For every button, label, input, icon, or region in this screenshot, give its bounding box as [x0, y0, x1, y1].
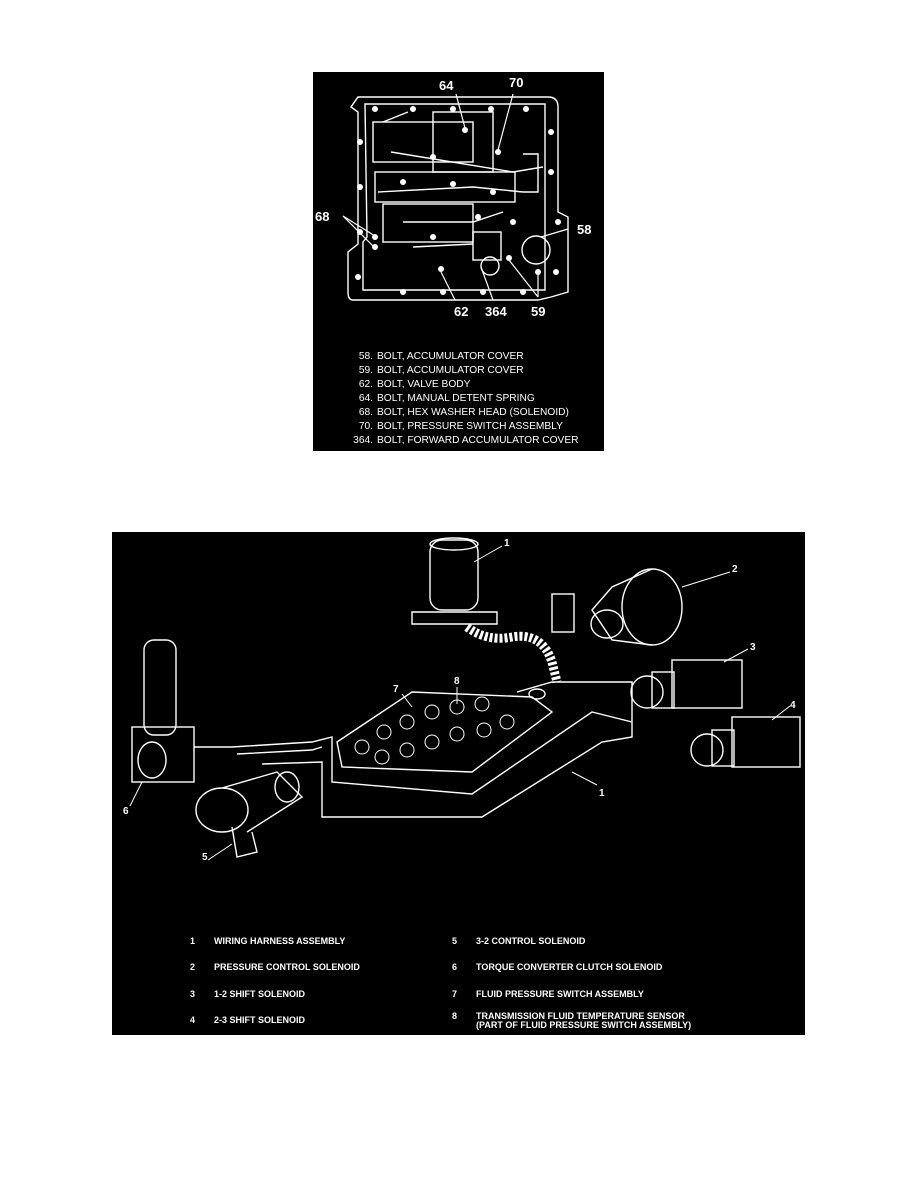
legend-item: 68. BOLT, HEX WASHER HEAD (SOLENOID) — [343, 406, 603, 420]
legend-number: 364. — [353, 435, 373, 446]
legend-number: 58. — [358, 351, 373, 362]
legend-text: 1-2 SHIFT SOLENOID — [214, 989, 306, 999]
legend-item: 64. BOLT, MANUAL DETENT SPRING — [343, 392, 603, 406]
callout-8: 8 — [454, 676, 460, 687]
callout-364: 364 — [485, 304, 507, 319]
legend-text: BOLT, PRESSURE SWITCH ASSEMBLY — [377, 421, 563, 432]
legend-text: BOLT, ACCUMULATOR COVER — [377, 351, 524, 362]
callout-7: 7 — [393, 684, 399, 695]
callout-6: 6 — [123, 806, 129, 817]
legend-text: BOLT, FORWARD ACCUMULATOR COVER — [377, 435, 579, 446]
legend-text: TORQUE CONVERTER CLUTCH SOLENOID — [476, 962, 663, 972]
legend-number: 7 — [452, 989, 458, 999]
callout-70: 70 — [509, 75, 524, 90]
legend-text: BOLT, ACCUMULATOR COVER — [377, 365, 524, 376]
callout-62: 62 — [454, 304, 469, 319]
callout-1-top: 1 — [504, 538, 510, 549]
legend-text: FLUID PRESSURE SWITCH ASSEMBLY — [476, 989, 644, 999]
valve-body-bolt-figure: 64 70 68 58 62 364 59 58. BOLT, ACCUMULAT… — [313, 72, 604, 451]
callout-4: 4 — [790, 700, 796, 711]
solenoid-harness-illustration — [129, 537, 801, 861]
legend-text: (PART OF FLUID PRESSURE SWITCH ASSEMBLY) — [476, 1020, 692, 1030]
legend-item: 70. BOLT, PRESSURE SWITCH ASSEMBLY — [343, 420, 603, 434]
legend-number: 4 — [190, 1015, 196, 1025]
bolt-legend: 58. BOLT, ACCUMULATOR COVER 59. BOLT, ACCU… — [343, 350, 603, 448]
callout-3: 3 — [750, 642, 756, 653]
legend-number: 68. — [358, 407, 373, 418]
legend-item: 59. BOLT, ACCUMULATOR COVER — [343, 364, 603, 378]
callout-1-bottom: 1 — [599, 788, 605, 799]
legend-number: 3 — [190, 989, 196, 999]
legend-number: 70. — [358, 421, 373, 432]
legend-text: PRESSURE CONTROL SOLENOID — [214, 962, 360, 972]
legend-number: 2 — [190, 962, 196, 972]
callout-68: 68 — [315, 209, 330, 224]
callout-59: 59 — [531, 304, 546, 319]
callout-64: 64 — [439, 78, 454, 93]
callout-58: 58 — [577, 222, 592, 237]
legend-item: 58. BOLT, ACCUMULATOR COVER — [343, 350, 603, 364]
legend-number: 64. — [358, 393, 373, 404]
legend-item: 364. BOLT, FORWARD ACCUMULATOR COVER — [343, 434, 603, 448]
legend-number: 6 — [452, 962, 458, 972]
legend-number: 8 — [452, 1011, 458, 1021]
legend-text: BOLT, MANUAL DETENT SPRING — [377, 393, 535, 404]
legend-number: 62. — [358, 379, 373, 390]
legend-text: 3-2 CONTROL SOLENOID — [476, 936, 586, 946]
valve-body-illustration — [342, 93, 569, 301]
legend-text: TRANSMISSION FLUID TEMPERATURE SENSOR — [476, 1011, 685, 1021]
callout-2: 2 — [732, 564, 738, 575]
legend-item-continued: (PART OF FLUID PRESSURE SWITCH ASSEMBLY) — [476, 1020, 691, 1030]
legend-text: BOLT, HEX WASHER HEAD (SOLENOID) — [377, 407, 569, 418]
legend-number: 59. — [358, 365, 373, 376]
legend-text: BOLT, VALVE BODY — [377, 379, 471, 390]
legend-number: 1 — [190, 936, 196, 946]
legend-text: 2-3 SHIFT SOLENOID — [214, 1015, 306, 1025]
legend-number: 5 — [452, 936, 458, 946]
legend-item: 62. BOLT, VALVE BODY — [343, 378, 603, 392]
legend-text: WIRING HARNESS ASSEMBLY — [214, 936, 346, 946]
callout-5: 5 — [202, 852, 208, 863]
